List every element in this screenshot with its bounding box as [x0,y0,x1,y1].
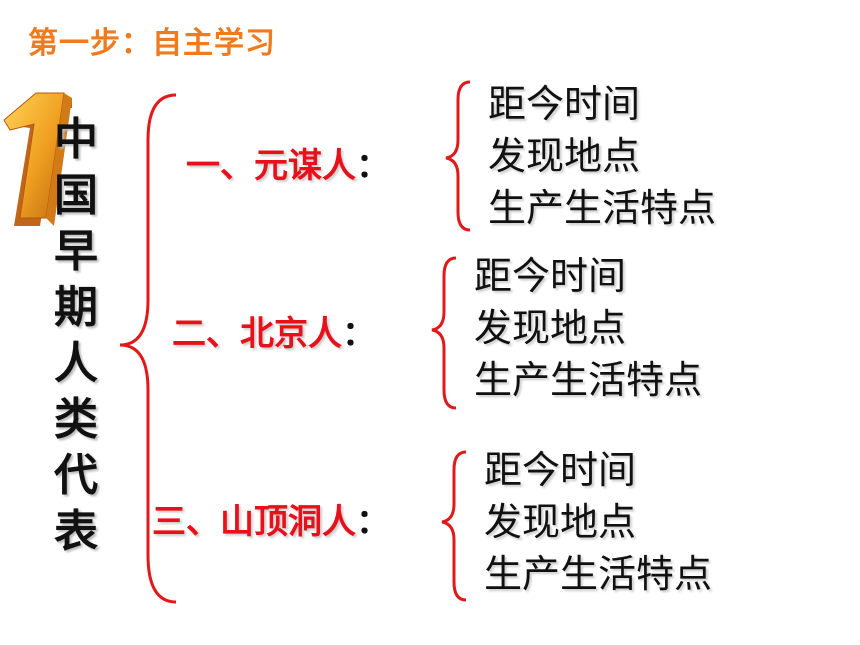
group-title-yuanmou: 一、元谋人 [186,146,356,186]
list-item: 生产生活特点 [474,358,703,402]
brace-group-3 [441,450,467,602]
list-item: 距今时间 [474,254,627,298]
title-char: 类 [54,394,98,445]
number-one-badge [3,92,72,226]
group-items-3: 距今时间 发现地点 生产生活特点 [484,444,712,600]
list-item: 距今时间 [488,82,641,126]
brace-group-2 [431,256,457,410]
group-items-2: 距今时间 发现地点 生产生活特点 [474,250,702,406]
vertical-topic-title: 中 国 早 期 人 类 代 表 [50,112,102,560]
list-item: 发现地点 [488,134,641,178]
title-char: 国 [54,170,98,221]
title-char: 期 [54,282,98,333]
title-char: 表 [54,506,98,557]
list-item: 生产生活特点 [488,186,717,230]
group-colon: ： [342,314,376,354]
group-title-shandingdong: 三、山顶洞人 [152,502,356,542]
group-title-beijing: 二、北京人 [172,314,342,354]
group-colon: ： [356,146,390,186]
title-char: 中 [54,114,98,165]
group-items-1: 距今时间 发现地点 生产生活特点 [488,78,716,234]
list-item: 生产生活特点 [484,552,713,596]
group-title-row-2: 二、北京人： [172,306,376,355]
group-title-row-1: 一、元谋人： [186,138,390,187]
group-colon: ： [356,502,390,542]
list-item: 发现地点 [474,306,627,350]
list-item: 距今时间 [484,448,637,492]
step-heading: 第一步：自主学习 [28,26,276,61]
title-char: 代 [54,450,98,501]
title-char: 人 [54,338,98,389]
title-char: 早 [54,226,98,277]
brace-group-1 [445,80,471,232]
main-brace [119,93,177,604]
list-item: 发现地点 [484,500,637,544]
group-title-row-3: 三、山顶洞人： [152,494,390,543]
